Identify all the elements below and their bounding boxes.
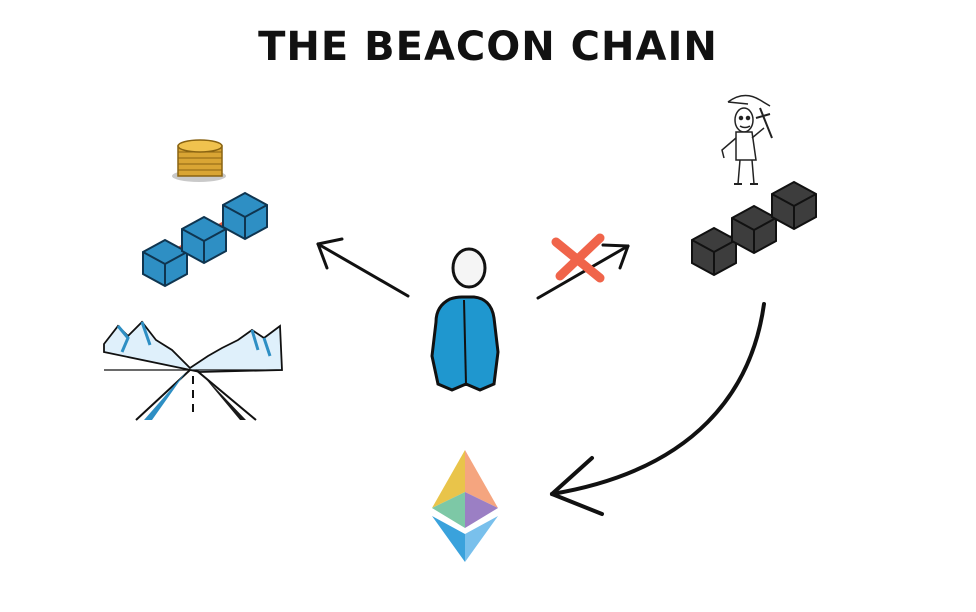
- curved-arrow-icon: [550, 302, 766, 516]
- gold-coins-icon: [172, 139, 226, 182]
- miner-icon: [721, 94, 773, 185]
- person-icon: [430, 247, 500, 392]
- cross-icon: [551, 233, 605, 283]
- blue-blockchain-icon: [142, 191, 268, 288]
- arrow-left-icon: [316, 237, 410, 298]
- dark-blockchain-icon: [691, 180, 817, 277]
- page-title: THE BEACON CHAIN: [258, 24, 718, 70]
- ethereum-logo-icon: [432, 450, 498, 562]
- mountain-road-icon: [103, 320, 283, 421]
- arrow-right-icon: [536, 243, 630, 300]
